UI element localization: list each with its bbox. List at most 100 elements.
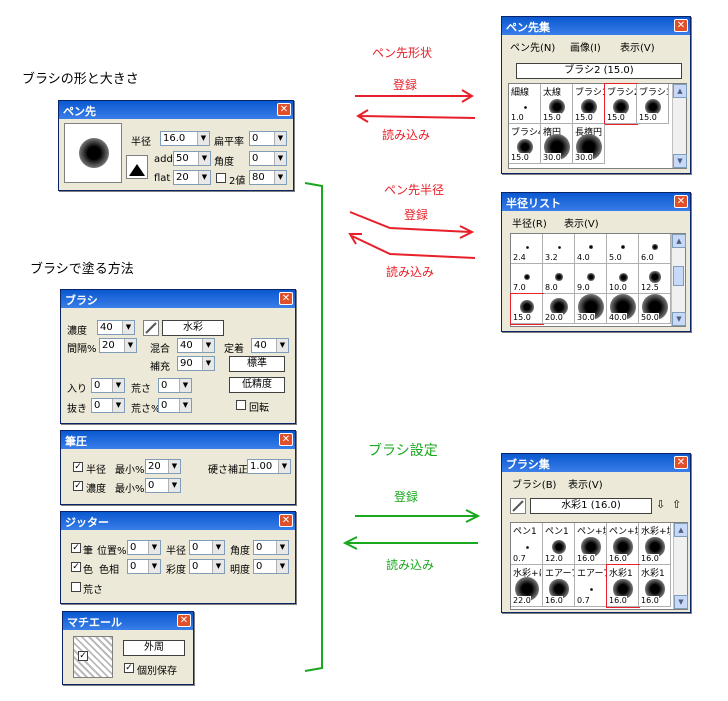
color-checkbox[interactable]: ✓ xyxy=(71,562,81,572)
grid-cell[interactable]: 8.0 xyxy=(543,264,575,294)
saturation-dropdown[interactable]: 0▼ xyxy=(189,559,225,574)
shape-toggle[interactable] xyxy=(126,155,148,179)
grid-cell[interactable]: 40.0 xyxy=(607,294,639,324)
save-checkbox[interactable]: ✓ xyxy=(124,663,134,673)
selected-brush-field[interactable]: 水彩1 (16.0) xyxy=(530,498,652,514)
menu-view[interactable]: 表示(V) xyxy=(564,219,599,230)
binary-checkbox[interactable] xyxy=(216,173,226,183)
in-dropdown[interactable]: 0▼ xyxy=(91,378,125,393)
grid-cell[interactable]: 4.0 xyxy=(575,234,607,264)
add-dropdown[interactable]: 50▼ xyxy=(173,151,211,166)
menu-view[interactable]: 表示(V) xyxy=(568,480,603,491)
angle-dropdown[interactable]: 0▼ xyxy=(249,151,287,166)
close-icon[interactable]: ✕ xyxy=(674,456,688,469)
close-icon[interactable]: ✕ xyxy=(279,292,293,305)
scrollbar[interactable]: ▲ ▼ xyxy=(673,523,688,609)
binary-dropdown[interactable]: 80▼ xyxy=(249,170,287,185)
close-icon[interactable]: ✕ xyxy=(279,514,293,527)
grid-cell[interactable]: 水彩+境16.0 xyxy=(639,523,671,565)
supply-dropdown[interactable]: 90▼ xyxy=(177,356,215,371)
brush-icon[interactable] xyxy=(510,498,526,514)
grid-cell[interactable]: 15.0 xyxy=(510,293,544,325)
scroll-down-icon[interactable]: ▼ xyxy=(672,312,686,326)
grid-cell[interactable]: 50.0 xyxy=(639,294,671,324)
rough-pct-dropdown[interactable]: 0▼ xyxy=(158,398,192,413)
grid-cell[interactable]: 3.2 xyxy=(543,234,575,264)
position-dropdown[interactable]: 0▼ xyxy=(127,540,161,555)
brush-icon[interactable] xyxy=(143,320,159,336)
grid-cell[interactable]: 5.0 xyxy=(607,234,639,264)
close-icon[interactable]: ✕ xyxy=(277,103,291,116)
radius-dropdown[interactable]: 0▼ xyxy=(189,540,225,555)
texture-checkbox[interactable]: ✓ xyxy=(78,651,88,661)
grid-cell[interactable]: 9.0 xyxy=(575,264,607,294)
radius-dropdown[interactable]: 16.0▼ xyxy=(160,131,210,146)
grid-cell[interactable]: 6.0 xyxy=(639,234,671,264)
standard-button[interactable]: 標準 xyxy=(229,356,285,372)
grid-cell[interactable]: エアーブ16.0 xyxy=(543,565,575,607)
flat-dropdown[interactable]: 20▼ xyxy=(173,170,211,185)
hue-dropdown[interactable]: 0▼ xyxy=(127,559,161,574)
menu-image[interactable]: 画像(I) xyxy=(570,43,601,54)
pen-checkbox[interactable]: ✓ xyxy=(71,543,81,553)
scroll-down-icon[interactable]: ▼ xyxy=(674,595,688,609)
selected-pen-field[interactable]: ブラシ2 (15.0) xyxy=(516,63,682,79)
rough-checkbox[interactable] xyxy=(71,582,81,592)
grid-cell[interactable]: エアーブ0.7 xyxy=(575,565,607,607)
close-icon[interactable]: ✕ xyxy=(279,433,293,446)
import-icon[interactable]: ⇩ xyxy=(656,498,666,511)
grid-cell[interactable]: 12.5 xyxy=(639,264,671,294)
outer-field[interactable]: 外周 xyxy=(123,640,185,656)
scroll-up-icon[interactable]: ▲ xyxy=(672,234,686,248)
close-icon[interactable]: ✕ xyxy=(674,19,688,32)
menu-brush[interactable]: ブラシ(B) xyxy=(512,480,557,491)
radius-checkbox[interactable]: ✓ xyxy=(73,462,83,472)
density-min-dropdown[interactable]: 0▼ xyxy=(145,478,181,493)
angle-dropdown[interactable]: 0▼ xyxy=(253,540,289,555)
grid-cell[interactable]: ペン+境16.0 xyxy=(607,523,639,565)
menu-view[interactable]: 表示(V) xyxy=(620,43,655,54)
grid-cell[interactable]: 20.0 xyxy=(543,294,575,324)
density-checkbox[interactable]: ✓ xyxy=(73,481,83,491)
scroll-thumb[interactable] xyxy=(673,266,684,286)
material-field[interactable]: 水彩 xyxy=(162,320,224,336)
rough-dropdown[interactable]: 0▼ xyxy=(158,378,192,393)
grid-cell[interactable]: 30.0 xyxy=(575,294,607,324)
scrollbar[interactable]: ▲ ▼ xyxy=(671,234,686,326)
hardness-dropdown[interactable]: 1.00▼ xyxy=(247,459,291,474)
close-icon[interactable]: ✕ xyxy=(674,195,688,208)
low-precision-button[interactable]: 低精度 xyxy=(229,377,285,393)
scroll-up-icon[interactable]: ▲ xyxy=(674,523,688,537)
mix-dropdown[interactable]: 40▼ xyxy=(177,338,215,353)
close-icon[interactable]: ✕ xyxy=(177,614,191,627)
brightness-dropdown[interactable]: 0▼ xyxy=(253,559,289,574)
grid-cell[interactable]: ペン+境16.0 xyxy=(575,523,607,565)
grid-cell[interactable]: 7.0 xyxy=(511,264,543,294)
grid-cell[interactable]: 2.4 xyxy=(511,234,543,264)
scroll-up-icon[interactable]: ▲ xyxy=(673,84,687,98)
flatness-dropdown[interactable]: 0▼ xyxy=(249,131,287,146)
scroll-down-icon[interactable]: ▼ xyxy=(673,154,687,168)
menu-radius[interactable]: 半径(R) xyxy=(512,219,547,230)
grid-cell[interactable]: 10.0 xyxy=(607,264,639,294)
fix-dropdown[interactable]: 40▼ xyxy=(251,338,289,353)
texture-preview[interactable]: ✓ xyxy=(73,636,113,678)
interval-dropdown[interactable]: 20▼ xyxy=(99,338,137,353)
export-icon[interactable]: ⇧ xyxy=(672,498,682,511)
radius-min-dropdown[interactable]: 20▼ xyxy=(145,459,181,474)
menu-pen[interactable]: ペン先(N) xyxy=(510,43,556,54)
density-dropdown[interactable]: 40▼ xyxy=(97,320,135,335)
out-dropdown[interactable]: 0▼ xyxy=(91,398,125,413)
